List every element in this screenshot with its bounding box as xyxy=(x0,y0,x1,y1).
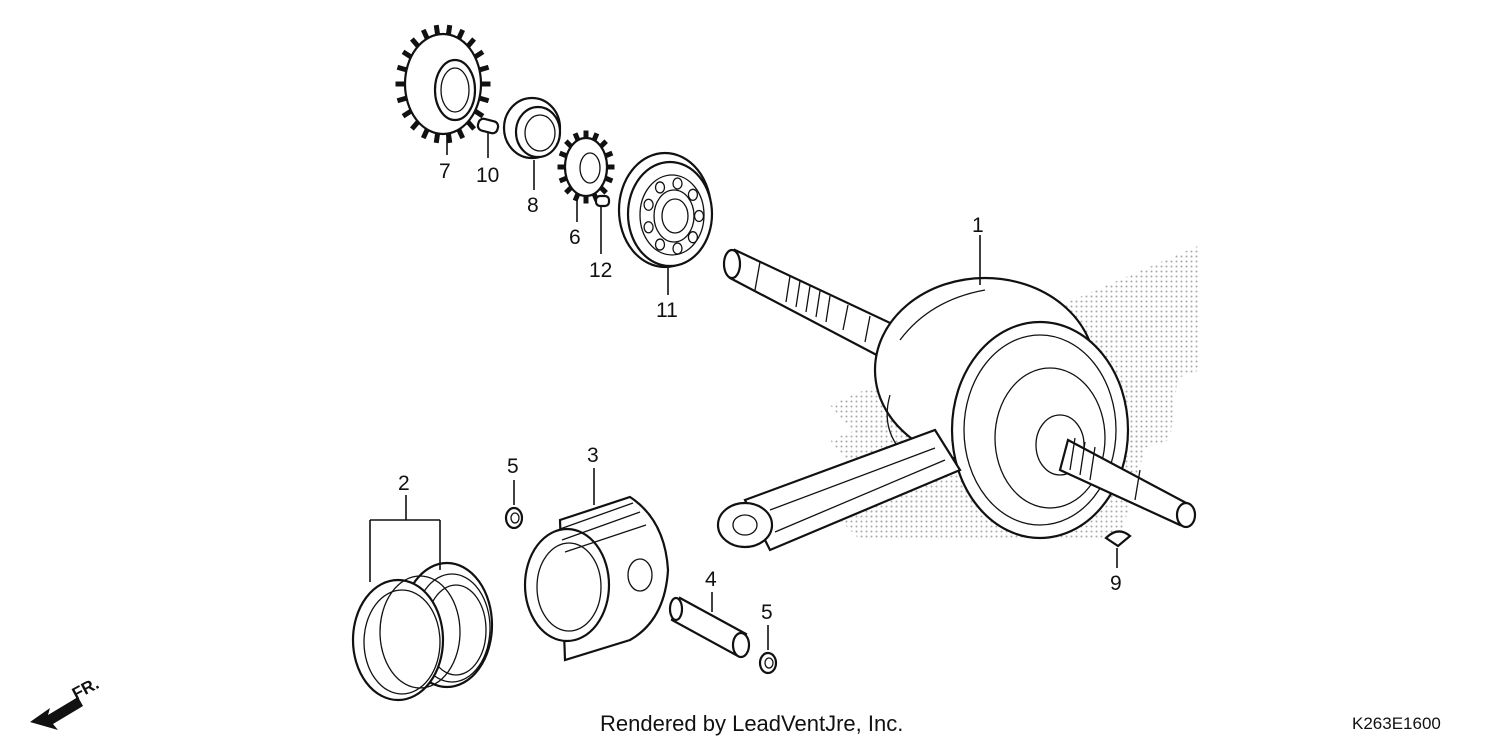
callout-piston-pin: 4 xyxy=(705,568,717,591)
gear-key-part[interactable] xyxy=(476,117,500,135)
callout-pin-clip-upper: 5 xyxy=(507,455,519,478)
callout-pin-clip-lower: 5 xyxy=(761,601,773,624)
woodruff-key-part[interactable] xyxy=(1104,530,1132,548)
callout-piston: 3 xyxy=(587,444,599,467)
crankshaft-part[interactable] xyxy=(716,248,1197,552)
leader-lines xyxy=(446,133,1118,568)
spacer-collar-part[interactable] xyxy=(502,96,562,160)
drive-gear-part[interactable] xyxy=(395,24,491,144)
callout-drive-gear: 7 xyxy=(439,160,451,183)
piston-part[interactable] xyxy=(523,468,670,662)
render-credit: Rendered by LeadVentJre, Inc. xyxy=(600,711,904,736)
piston-pin-part[interactable] xyxy=(668,592,751,659)
callout-piston-ring-set: 2 xyxy=(398,472,410,495)
drawing-code: K263E1600 xyxy=(1352,714,1441,733)
callout-crankshaft: 1 xyxy=(972,214,984,237)
callout-gear-key: 10 xyxy=(476,164,499,187)
pin-clip-upper-part[interactable] xyxy=(504,480,524,530)
callout-spacer-collar: 8 xyxy=(527,194,539,217)
piston-ring-set-part[interactable] xyxy=(351,495,494,702)
direction-label: FR. xyxy=(69,674,102,704)
callout-ball-bearing: 11 xyxy=(656,299,678,322)
callout-woodruff-key: 9 xyxy=(1110,572,1122,595)
ball-bearing-part[interactable] xyxy=(617,151,714,269)
sprocket-key-part[interactable] xyxy=(594,194,611,208)
callout-sprocket-key: 12 xyxy=(589,259,612,282)
callout-timing-sprocket: 6 xyxy=(569,226,581,249)
pin-clip-lower-part[interactable] xyxy=(758,625,778,675)
timing-sprocket-part[interactable] xyxy=(557,130,615,204)
front-direction-arrow-icon: FR. xyxy=(30,674,102,730)
bearing-balls xyxy=(643,177,705,255)
